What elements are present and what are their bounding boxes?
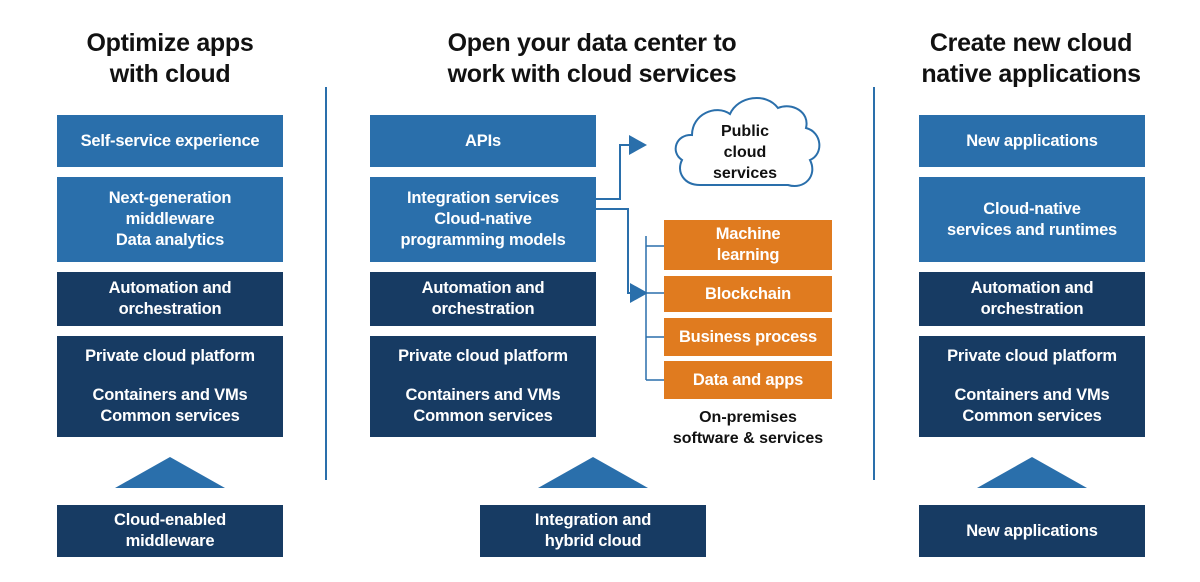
column-3-title: Create new cloud native applications	[921, 29, 1141, 88]
up-arrow-triangle-3	[977, 457, 1087, 488]
column-2-title: Open your data center to work with cloud…	[447, 29, 737, 88]
blockchain-box: Blockchain	[664, 276, 832, 312]
apis-box: APIs	[370, 115, 596, 167]
machine-learning-box: Machine learning	[664, 220, 832, 270]
column-divider-2	[873, 87, 875, 480]
up-arrow-triangle-1	[115, 457, 225, 488]
on-premises-caption: On-premises software & services	[672, 409, 824, 447]
integration-hybrid-cloud-box: Integration and hybrid cloud	[480, 505, 706, 557]
private-cloud-platform-box: Private cloud platform Containers and VM…	[919, 336, 1145, 437]
column-1-title: Optimize apps with cloud	[86, 29, 254, 88]
automation-orchestration-box: Automation and orchestration	[370, 272, 596, 326]
up-arrow-triangle-2	[538, 457, 648, 488]
private-cloud-platform-box: Private cloud platform Containers and VM…	[57, 336, 283, 437]
cloud-enabled-middleware-box: Cloud-enabled middleware	[57, 505, 283, 557]
automation-orchestration-box: Automation and orchestration	[57, 272, 283, 326]
cloud-icon	[674, 96, 821, 188]
self-service-experience-box: Self-service experience	[57, 115, 283, 167]
new-applications-base-box: New applications	[919, 505, 1145, 557]
cloud-native-services-box: Cloud-native services and runtimes	[919, 177, 1145, 262]
automation-orchestration-box: Automation and orchestration	[919, 272, 1145, 326]
column-divider-1	[325, 87, 327, 480]
next-generation-middleware-box: Next-generation middleware Data analytic…	[57, 177, 283, 262]
arrow-to-on-premises	[596, 208, 648, 303]
data-and-apps-box: Data and apps	[664, 361, 832, 399]
integration-services-box: Integration services Cloud-native progra…	[370, 177, 596, 262]
new-applications-box: New applications	[919, 115, 1145, 167]
arrow-to-public-cloud	[596, 135, 647, 200]
private-cloud-platform-box: Private cloud platform Containers and VM…	[370, 336, 596, 437]
public-cloud-services-label: Public cloud services	[712, 123, 778, 182]
business-process-box: Business process	[664, 318, 832, 356]
